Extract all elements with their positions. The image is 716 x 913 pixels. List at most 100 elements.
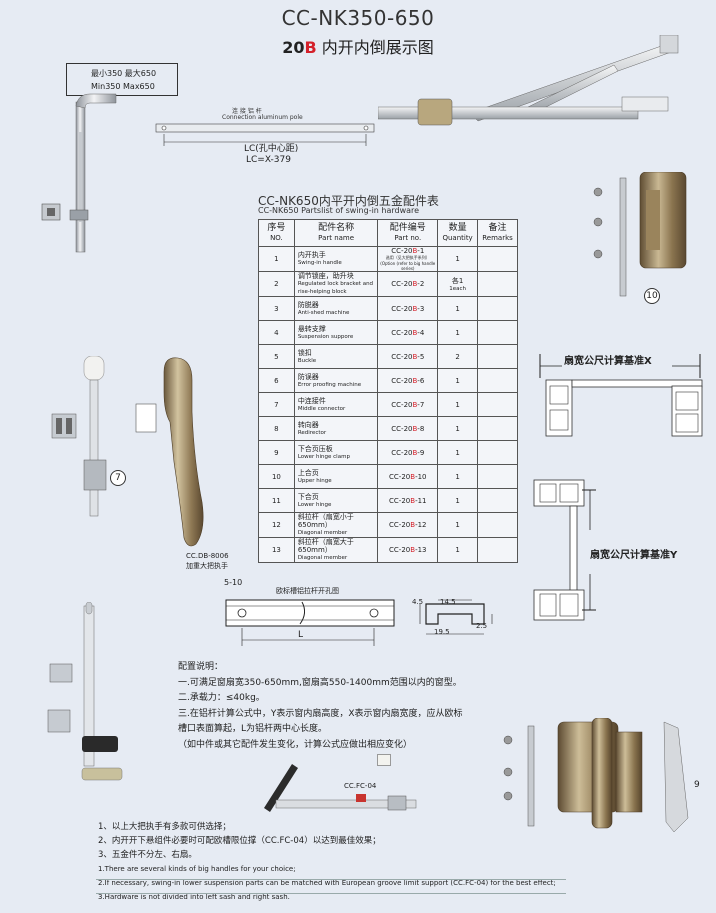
footer-divider-1 [96,879,566,880]
cell-code: CC-20B-2 [377,271,439,297]
notes-line-1: 一.可满足窗扇宽350-650mm,窗扇高550-1400mm范围以内的窗型。 [178,677,462,688]
footer-notes: 1、以上大把执手有多款可供选择； 2、内开开下悬组件必要时可配欧槽限位撑（CC.… [98,820,556,904]
cell-qty: 1 [437,416,479,441]
range-cn: 最小350 最大650 [91,69,157,78]
notes-line-5: （如中件或其它配件发生变化，计算公式应做出相应变化） [178,739,413,750]
model-code-letter: B [304,38,317,57]
model-code: 20B [282,38,316,57]
dim-L: L [298,630,304,640]
cell-qty: 2 [437,344,479,369]
cell-code: CC-20B-3 [377,296,439,321]
cell-no: 7 [258,392,295,417]
cell-remark [477,440,518,465]
footer-cn-1: 1、以上大把执手有多款可供选择； [98,822,231,832]
cell-name: 斜拉杆（扇宽大于650mm）Diagonal member [293,537,379,563]
fc04-clip-icon [377,754,391,766]
big-handle-illustration [135,357,204,547]
model-code-num: 20 [282,38,305,57]
footer-en-2: 2.If necessary, swing-in lower suspensio… [98,879,556,887]
cell-remark [477,488,518,513]
cell-qty: 1 [437,464,479,489]
cell-code: CC-20B-9 [377,440,439,465]
groove-title: 欧标槽铝拉杆开孔图 [276,587,339,595]
cell-qty: 1 [437,320,479,345]
cell-no: 2 [258,271,295,297]
dim-4-5: 4.5 [412,598,424,606]
table-title: CC-NK650内平开内倒五金配件表 [258,194,439,208]
cell-code: CC-20B-6 [377,368,439,393]
cell-no: 3 [258,296,295,321]
cell-qty: 1 [437,537,479,563]
notes-line-3: 三.在铝杆计算公式中，Y表示窗内扇高度，X表示窗内扇宽度，应从欧标 [178,708,463,719]
stay-arm-illustration [378,35,679,126]
cell-code: CC-20B-4 [377,320,439,345]
page-subtitle: 20B 内开内倒展示图 [0,34,716,58]
table-subtitle: CC-NK650 Partslist of swing-in hardware [258,206,420,215]
cell-no: 1 [258,246,295,272]
cell-remark [477,512,518,538]
lc-label-2: LC=X-379 [246,155,291,165]
cell-remark [477,271,518,297]
dim-14-5: 14.5 [440,598,456,606]
groove-section-diagram [419,599,493,635]
cell-remark [477,392,518,417]
notes-line-4: 槽口表面算起，L为铝杆两中心长度。 [178,724,328,734]
lock-parts-illustration [47,602,123,781]
cell-no: 6 [258,368,295,393]
footer-cn-2: 2、内开开下悬组件必要时可配欧槽限位撑（CC.FC-04）以达到最佳效果； [98,836,381,846]
cell-qty: 1 [437,296,479,321]
cell-no: 4 [258,320,295,345]
cell-remark [477,368,518,393]
dim-19-5: 19.5 [434,628,450,636]
cell-remark [477,296,518,321]
config-notes: 配置说明： 一.可满足窗扇宽350-650mm,窗扇高550-1400mm范围以… [178,660,463,753]
dim-5-10: 5-10 [224,578,243,587]
footer-en-3: 3.Hardware is not divided into left sash… [98,893,290,901]
pole-label-cn: 连 接 铝 杆 [232,108,262,115]
middle-connector-illustration [51,356,107,517]
sash-x-label: 扇宽公尺计算基准X [564,356,652,367]
notes-heading: 配置说明： [178,662,224,672]
cell-qty: 1 [437,246,479,272]
item-7-marker: 7 [110,470,126,486]
fc04-label: CC.FC-04 [344,782,377,790]
cell-no: 12 [258,512,295,538]
footer-cn-3: 3、五金件不分左、右扇。 [98,850,197,860]
cell-no: 10 [258,464,295,489]
cell-remark [477,537,518,563]
lower-hinge-illustration [503,718,689,833]
cell-no: 11 [258,488,295,513]
dim-2-5: 2.5 [476,622,488,630]
cell-qty: 1 [437,488,479,513]
footer-en-1: 1.There are several kinds of big handles… [98,865,296,873]
cell-no: 13 [258,537,295,563]
cell-name: 斜拉杆（扇宽小于650mm）Diagonal member [293,512,379,538]
groove-pole-diagram [225,599,395,646]
cell-code: CC-20B-7 [377,392,439,417]
upper-hinge-illustration [593,172,687,297]
cell-code: CC-20B-13 [377,537,439,563]
cell-no: 8 [258,416,295,441]
sash-y-label: 扇宽公尺计算基准Y [590,550,678,561]
